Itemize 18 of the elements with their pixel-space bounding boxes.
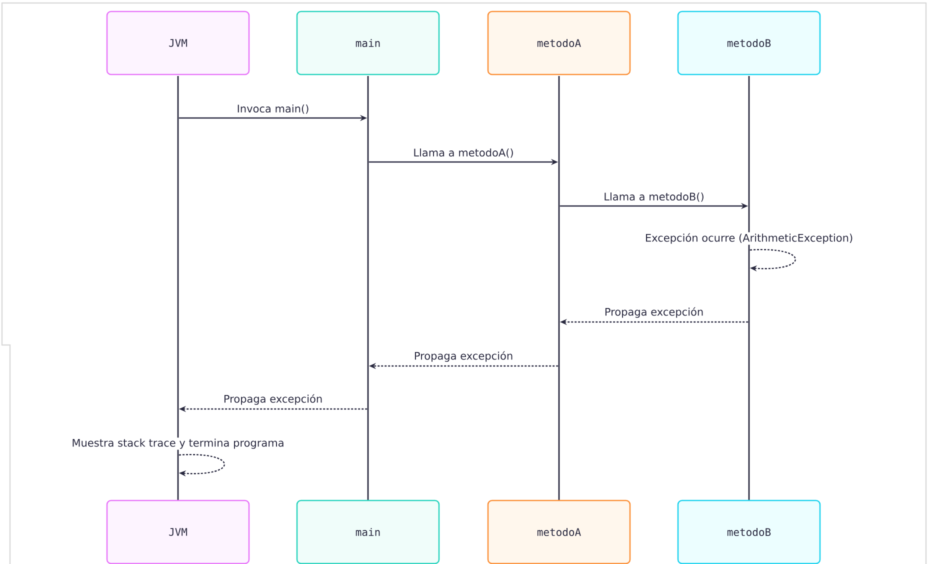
self-arrow bbox=[750, 249, 796, 272]
participant-box: metodoA bbox=[487, 10, 631, 76]
message-label: Muestra stack trace y termina programa bbox=[70, 438, 286, 450]
message-label: Propaga excepción bbox=[412, 350, 514, 363]
message-label: Invoca main() bbox=[236, 103, 310, 115]
message-label: Llama a metodoA() bbox=[412, 147, 515, 159]
message-label: Llama a metodoB() bbox=[602, 191, 706, 203]
message-label: Excepción ocurre (ArithmeticException) bbox=[644, 232, 854, 245]
participant-box: metodoA bbox=[487, 500, 631, 564]
participant-box: main bbox=[296, 500, 440, 564]
participant-box: JVM bbox=[106, 10, 250, 76]
participant-box: main bbox=[296, 10, 440, 76]
participant-box: metodoB bbox=[677, 10, 821, 76]
self-arrow bbox=[178, 454, 225, 477]
participant-box: JVM bbox=[106, 500, 250, 564]
message-label: Propaga excepción bbox=[603, 306, 705, 319]
participant-box: metodoB bbox=[677, 500, 821, 564]
message-label: Propaga excepción bbox=[222, 393, 324, 406]
